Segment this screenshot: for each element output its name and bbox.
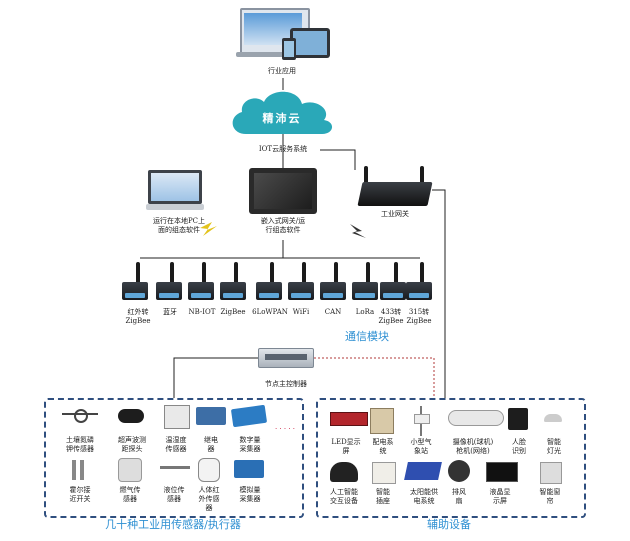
- aux-label: 液晶显 示屏: [489, 488, 511, 505]
- aux-label: 排风 扇: [452, 488, 466, 505]
- sensor-ellipsis: · · · · ·: [274, 425, 296, 433]
- sensor-label: 超声波测 距探头: [118, 436, 146, 453]
- sensor-label: 霍尔接 近开关: [69, 486, 91, 503]
- power-distribution-icon: [370, 408, 394, 434]
- ultrasonic-probe-icon: [112, 405, 152, 427]
- module-label: 蓝牙: [163, 308, 177, 316]
- industry-app-label: 行业应用: [268, 67, 296, 75]
- level-sensor-icon: [160, 458, 190, 480]
- sensors-box: [44, 398, 304, 518]
- relay-icon: [196, 405, 226, 427]
- module-label: LoRa: [355, 308, 375, 316]
- exhaust-fan-icon: [448, 460, 470, 482]
- iot-cloud-service-label: IOT云服务系统: [258, 145, 308, 153]
- aux-label: 人脸 识别: [512, 438, 526, 455]
- sensors-title: 几十种工业用传感器/执行器: [105, 518, 241, 531]
- soil-npk-sensor-icon: [60, 405, 100, 427]
- led-display-icon: [330, 412, 368, 426]
- local-pc-icon: [146, 170, 204, 214]
- module-zigbee: [218, 262, 250, 302]
- sensor-label: 模拟量 采集器: [239, 486, 261, 503]
- module-lora: [350, 262, 382, 302]
- aux-label: 太阳能供 电系统: [410, 488, 438, 505]
- industrial-gateway-icon: [357, 166, 433, 206]
- sensor-label: 人体红 外传感 器: [198, 486, 220, 512]
- aux-label: 智能 插座: [376, 488, 390, 505]
- module-label: 315转 ZigBee: [406, 308, 432, 325]
- module-label: 红外转 ZigBee: [125, 308, 151, 325]
- wireless-icon-left: [200, 222, 217, 236]
- digital-collector-icon: [230, 404, 268, 428]
- module-ir-zigbee: [120, 262, 152, 302]
- node-controller-icon: [258, 348, 314, 368]
- analog-collector-icon: [234, 458, 266, 480]
- lcd-display-icon: [486, 462, 518, 482]
- sensor-label: 数字量 采集器: [239, 436, 261, 453]
- ai-device-icon: [330, 462, 358, 482]
- module-wifi: [286, 262, 318, 302]
- module-nb-iot: [186, 262, 218, 302]
- temp-humidity-sensor-icon: [162, 405, 190, 429]
- aux-label: 智能 灯光: [547, 438, 561, 455]
- cloud-label: 精沛云: [262, 112, 302, 125]
- smart-socket-icon: [372, 462, 396, 484]
- aux-label: 配电系 统: [372, 438, 394, 455]
- module-315-zigbee: [404, 262, 436, 302]
- embedded-gateway-label: 嵌入式网关/运 行组态软件: [260, 217, 306, 234]
- node-controller-label: 节点主控制器: [265, 380, 307, 388]
- embedded-gateway-icon: [249, 168, 317, 214]
- aux-label: 小型气 象站: [410, 438, 432, 455]
- sensor-label: 液位传 感器: [163, 486, 185, 503]
- aux-label: 智能窗 帘: [539, 488, 561, 505]
- solar-system-icon: [404, 462, 442, 480]
- industry-app-screens-icon: [236, 8, 330, 64]
- module-can: [318, 262, 350, 302]
- industrial-gateway-label: 工业网关: [381, 210, 409, 218]
- module-label: 433转 ZigBee: [378, 308, 404, 325]
- module-bluetooth: [154, 262, 186, 302]
- module-label: CAN: [324, 308, 342, 316]
- aux-label: 摄像机(球机) 枪机(网络): [452, 438, 494, 455]
- sensor-label: 土壤氮磷 钾传感器: [66, 436, 94, 453]
- aux-label: LED显示 屏: [331, 438, 361, 455]
- module-label: NB-IOT: [188, 308, 216, 316]
- gas-sensor-icon: [118, 458, 142, 482]
- comm-modules-title: 通信模块: [345, 330, 389, 343]
- cloud-icon: [232, 91, 333, 134]
- face-recognition-icon: [508, 408, 528, 430]
- aux-label: 人工智能 交互设备: [330, 488, 358, 505]
- smart-light-icon: [544, 406, 562, 426]
- camera-icon: [448, 406, 504, 428]
- module-label: 6LoWPAN: [252, 308, 288, 316]
- smart-curtain-icon: [540, 462, 562, 484]
- module-label: ZigBee: [220, 308, 246, 316]
- pir-sensor-icon: [194, 456, 222, 482]
- weather-station-icon: [414, 406, 430, 436]
- aux-devices-box: [316, 398, 586, 518]
- hall-switch-icon: [66, 460, 94, 480]
- sensor-label: 继电 器: [204, 436, 218, 453]
- wireless-icon-right: [350, 224, 366, 238]
- module-433-zigbee: [378, 262, 410, 302]
- sensor-label: 燃气传 感器: [119, 486, 141, 503]
- sensor-label: 温湿度 传感器: [165, 436, 187, 453]
- module-label: WiFi: [292, 308, 310, 316]
- module-6lowpan: [254, 262, 286, 302]
- aux-title: 辅助设备: [427, 518, 471, 531]
- pc-software-label: 运行在本地PC上 面的组态软件: [152, 217, 206, 234]
